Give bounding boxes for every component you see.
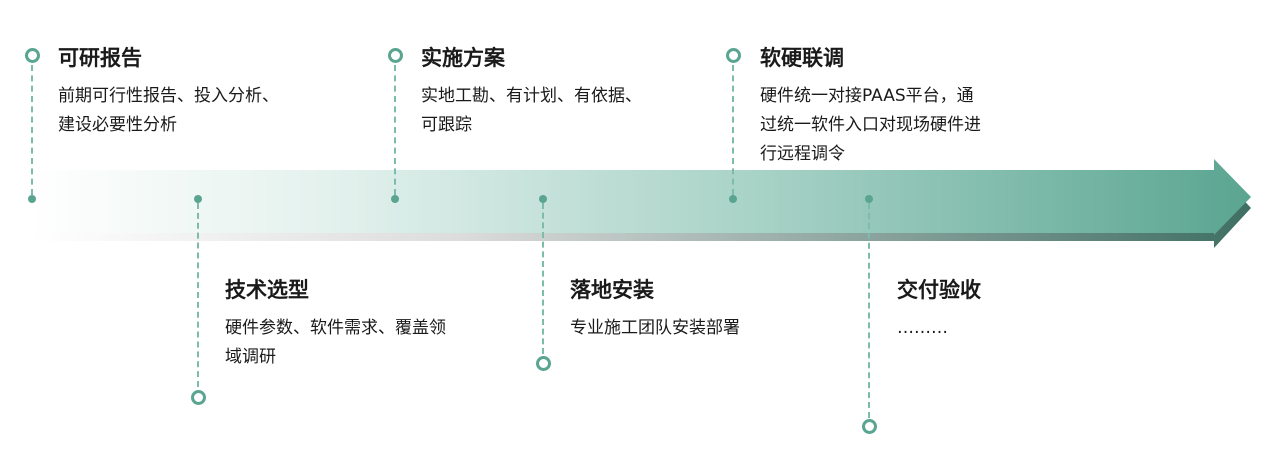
- step-description: 专业施工团队安装部署: [570, 318, 740, 338]
- milestone-ring-4: [536, 356, 551, 371]
- step-description: ………: [897, 318, 948, 338]
- step-description: 实地工勘、有计划、有依据、 可跟踪: [421, 86, 642, 135]
- connector-line-3: [394, 65, 396, 195]
- step-title: 交付验收: [897, 278, 981, 302]
- milestone-ring-6: [862, 419, 877, 434]
- step-feasibility-report: 可研报告 前期可行性报告、投入分析、 建设必要性分析: [58, 44, 279, 140]
- step-title: 可研报告: [58, 46, 142, 70]
- step-technology-selection: 技术选型 硬件参数、软件需求、覆盖领 域调研: [225, 276, 446, 372]
- step-on-site-installation: 落地安装 专业施工团队安装部署: [570, 276, 740, 343]
- milestone-dot-4: [539, 195, 547, 203]
- milestone-ring-2: [191, 390, 206, 405]
- milestone-ring-5: [726, 48, 741, 63]
- connector-line-4: [542, 203, 544, 354]
- step-delivery-acceptance: 交付验收 ………: [897, 276, 981, 343]
- milestone-dot-1: [28, 195, 36, 203]
- step-description: 前期可行性报告、投入分析、 建设必要性分析: [58, 86, 279, 135]
- connector-line-5: [732, 65, 734, 195]
- step-title: 实施方案: [421, 46, 505, 70]
- connector-line-2: [197, 203, 199, 387]
- step-hardware-software-integration: 软硬联调 硬件统一对接PAAS平台，通 过统一软件入口对现场硬件进 行远程调令: [760, 44, 981, 169]
- step-implementation-plan: 实施方案 实地工勘、有计划、有依据、 可跟踪: [421, 44, 642, 140]
- connector-line-1: [31, 65, 33, 195]
- step-description: 硬件参数、软件需求、覆盖领 域调研: [225, 318, 446, 367]
- arrow-body: [30, 159, 1251, 235]
- milestone-dot-6: [865, 195, 873, 203]
- milestone-ring-1: [25, 48, 40, 63]
- connector-line-6: [868, 203, 870, 418]
- milestone-ring-3: [388, 48, 403, 63]
- step-title: 落地安装: [570, 278, 654, 302]
- step-description: 硬件统一对接PAAS平台，通 过统一软件入口对现场硬件进 行远程调令: [760, 86, 981, 164]
- milestone-dot-5: [729, 195, 737, 203]
- step-title: 软硬联调: [760, 46, 844, 70]
- milestone-dot-2: [194, 195, 202, 203]
- step-title: 技术选型: [225, 278, 309, 302]
- milestone-dot-3: [391, 195, 399, 203]
